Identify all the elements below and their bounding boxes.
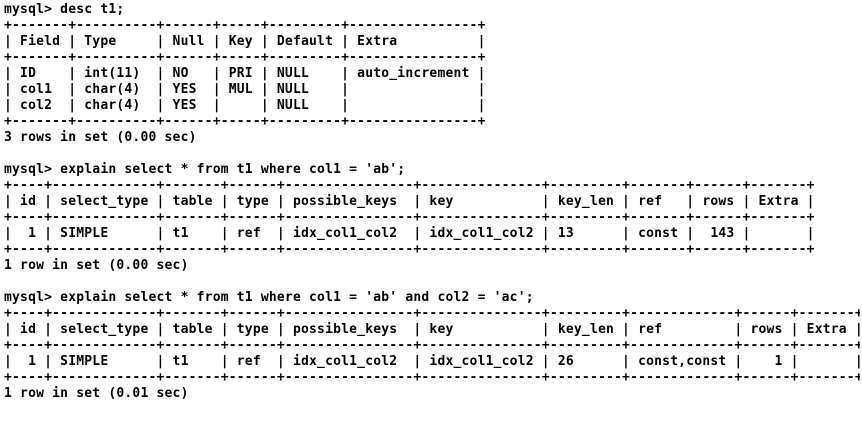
table-row: | 1 | SIMPLE | t1 | ref | idx_col1_col2 … bbox=[4, 354, 860, 369]
blank-line bbox=[4, 274, 860, 290]
table-border-line: +----+-------------+-------+------+-----… bbox=[4, 306, 860, 321]
prompt-command-line: mysql> explain select * from t1 where co… bbox=[4, 162, 406, 177]
table-border-line: +----+-------------+-------+------+-----… bbox=[4, 242, 815, 257]
table-border-line: +-------+----------+------+-----+-------… bbox=[4, 50, 486, 65]
result-summary-line: 1 row in set (0.01 sec) bbox=[4, 386, 189, 401]
table-border-line: +-------+----------+------+-----+-------… bbox=[4, 18, 486, 33]
blank-line bbox=[4, 146, 860, 162]
table-row: | col1 | char(4) | YES | MUL | NULL | | bbox=[4, 82, 486, 97]
table-border-line: +----+-------------+-------+------+-----… bbox=[4, 178, 815, 193]
prompt-command-line: mysql> desc t1; bbox=[4, 2, 125, 17]
table-border-line: +----+-------------+-------+------+-----… bbox=[4, 210, 815, 225]
prompt-command-line: mysql> explain select * from t1 where co… bbox=[4, 290, 534, 305]
table-border-line: +-------+----------+------+-----+-------… bbox=[4, 114, 486, 129]
table-header-row: | id | select_type | table | type | poss… bbox=[4, 194, 815, 209]
table-border-line: +----+-------------+-------+------+-----… bbox=[4, 338, 860, 353]
result-summary-line: 1 row in set (0.00 sec) bbox=[4, 258, 189, 273]
terminal-output[interactable]: mysql> desc t1; +-------+----------+----… bbox=[4, 2, 860, 421]
table-row: | 1 | SIMPLE | t1 | ref | idx_col1_col2 … bbox=[4, 226, 815, 241]
result-summary-line: 3 rows in set (0.00 sec) bbox=[4, 130, 197, 145]
table-header-row: | id | select_type | table | type | poss… bbox=[4, 322, 860, 337]
table-border-line: +----+-------------+-------+------+-----… bbox=[4, 370, 860, 385]
table-row: | col2 | char(4) | YES | | NULL | | bbox=[4, 98, 486, 113]
table-row: | ID | int(11) | NO | PRI | NULL | auto_… bbox=[4, 66, 486, 81]
table-header-row: | Field | Type | Null | Key | Default | … bbox=[4, 34, 486, 49]
